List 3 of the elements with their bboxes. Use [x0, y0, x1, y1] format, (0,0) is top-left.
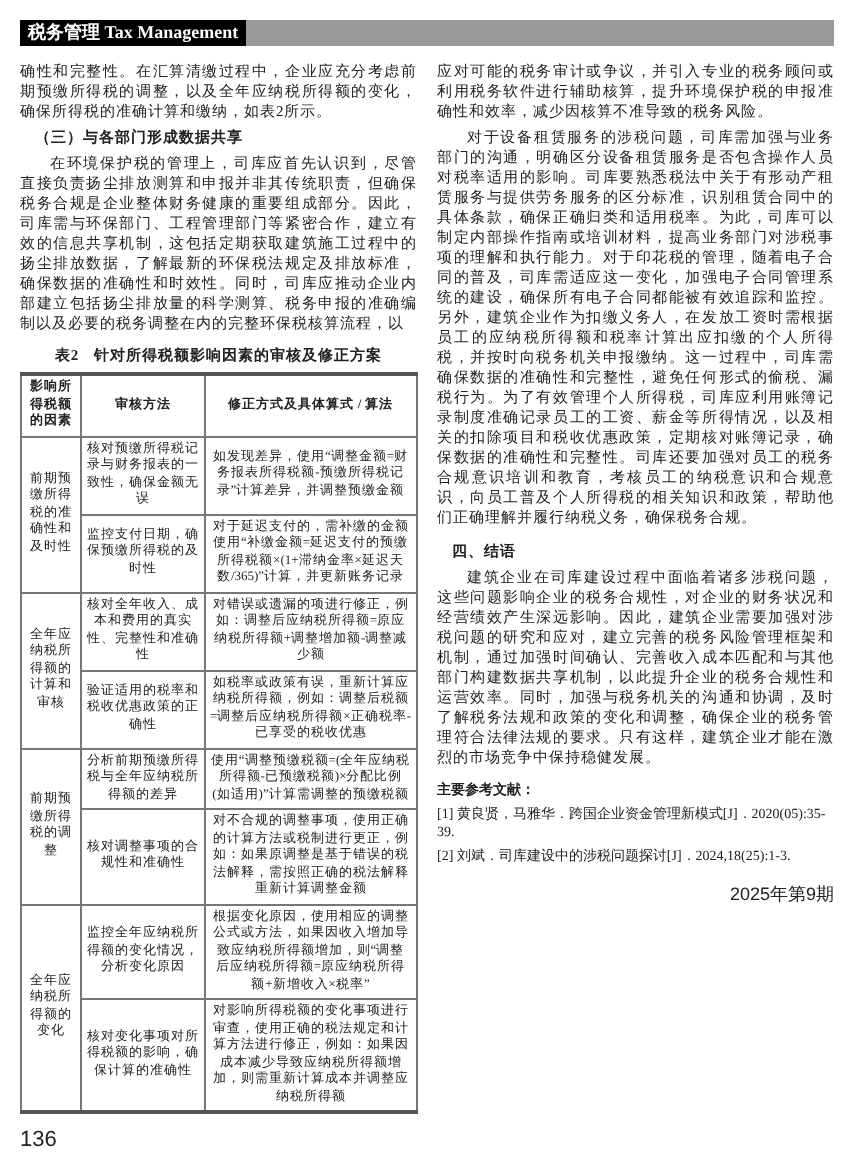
page-number: 136 — [20, 1128, 59, 1154]
issue-info: 2025年第9期 — [727, 884, 834, 906]
section-tab: 税务管理 Tax Management — [20, 20, 247, 46]
